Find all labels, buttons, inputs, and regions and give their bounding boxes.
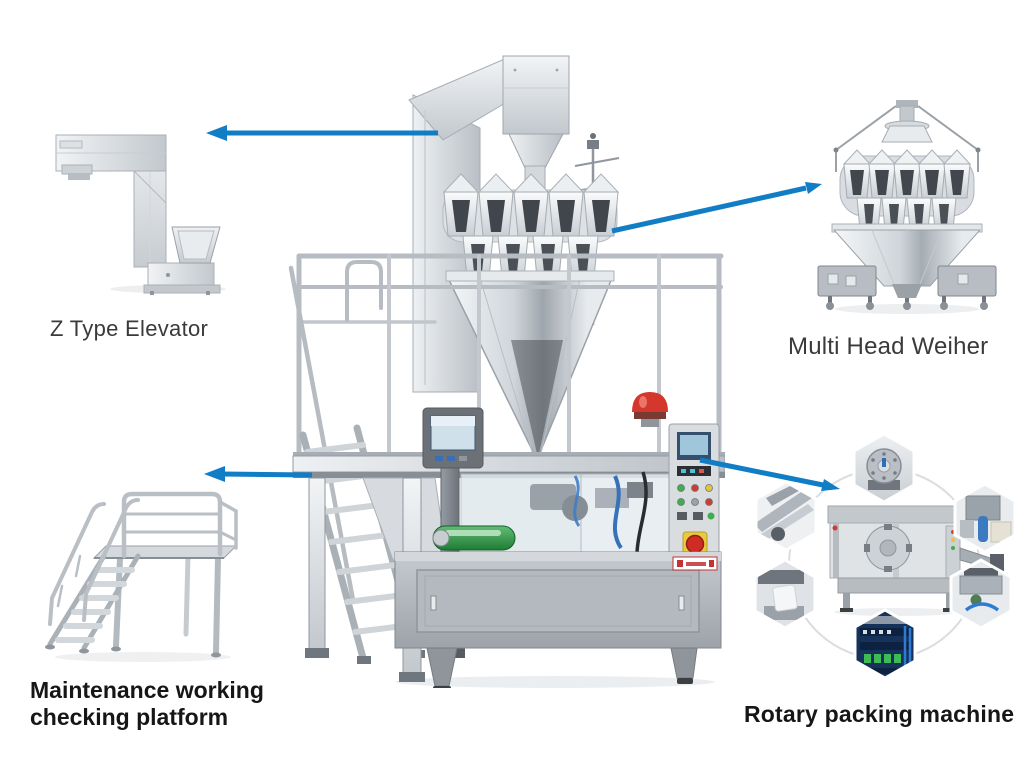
platform-stairs — [45, 498, 141, 654]
platform-deck — [92, 545, 238, 559]
collage-hex-sealing-unit — [949, 558, 1013, 630]
collage-hex-filler-detail — [953, 482, 1017, 554]
weigher-top-cone — [833, 100, 981, 172]
maintenance-working-checking-platform-photo — [45, 491, 238, 662]
hmi-monitor — [422, 407, 484, 469]
z-elevator-body — [55, 134, 221, 295]
label-rotary-packing-machine: Rotary packing machine — [744, 701, 1015, 727]
infeed-chute-and-hopper — [408, 55, 570, 393]
weigher-hopper-ring — [839, 149, 975, 231]
emergency-stop-button — [685, 534, 705, 554]
label-maintenance-line2: checking platform — [30, 704, 229, 730]
collage-hex-bag-station — [753, 558, 817, 630]
floor-shadow — [395, 676, 715, 688]
collage-hex-gripper-detail — [754, 480, 818, 552]
rotary-packing-machine-hexagon-collage — [753, 432, 1017, 680]
multihead-weigher-on-machine — [442, 173, 620, 279]
label-z-type-elevator: Z Type Elevator — [50, 316, 209, 341]
label-maintenance-platform: Maintenance working checking platform — [30, 677, 264, 731]
main-machine-photo — [288, 55, 725, 688]
platform-guardrail — [121, 491, 238, 559]
z-type-elevator-photo — [55, 134, 226, 295]
control-panel — [668, 423, 720, 569]
red-warning-beacon — [632, 392, 668, 427]
collage-hex-plc-panel — [853, 608, 917, 680]
label-maintenance-line1: Maintenance working — [30, 677, 264, 703]
base-cabinet — [394, 551, 722, 688]
label-multi-head-weigher: Multi Head Weiher — [788, 333, 989, 360]
collage-hex-rotary-dial — [852, 432, 916, 504]
multi-head-weigher-photo — [817, 100, 997, 314]
weigher-base-frame — [817, 265, 997, 310]
